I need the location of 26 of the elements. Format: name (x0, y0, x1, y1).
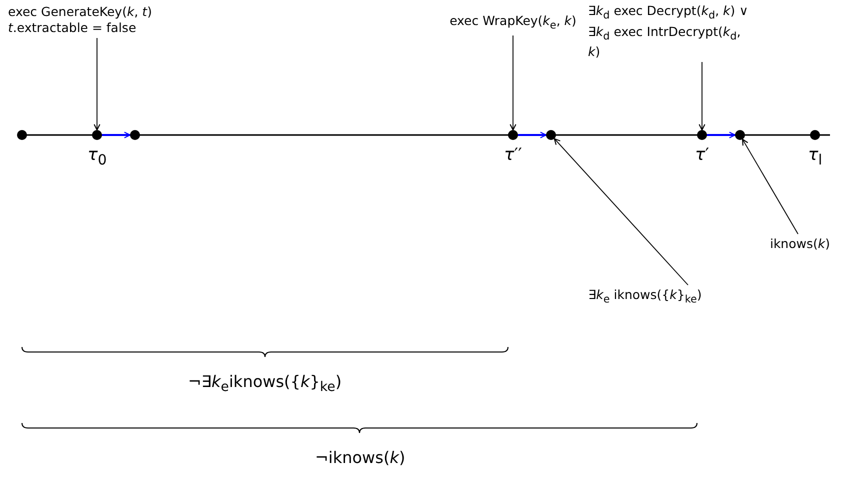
leader-arrow (94, 38, 100, 131)
annotation-text: iknows(k) (760, 236, 840, 252)
time-label: τ$_{0}$ (88, 145, 107, 168)
transition-arrow (707, 132, 736, 138)
timeline-dot (508, 130, 518, 140)
leader-arrow (510, 35, 516, 131)
timeline-dot (92, 130, 102, 140)
timeline-dot (697, 130, 707, 140)
leader-arrow (698, 62, 706, 131)
time-label: τ$_{l}$ (808, 145, 822, 168)
transition-arrow (102, 132, 131, 138)
timeline-dot (130, 130, 140, 140)
time-label: τ′′ (504, 145, 522, 165)
leader-arrow (742, 138, 798, 234)
timeline-dot (810, 130, 820, 140)
brace-label: ¬∃k$_{e}$iknows({k}$_{ke}$) (188, 372, 342, 396)
leader-arrow (554, 138, 688, 286)
annotation-text: ∃k$_{e}$ iknows({k}$_{ke}$) (560, 287, 730, 308)
timeline-dot (546, 130, 556, 140)
annotation-text: exec GenerateKey(k, t) t.extractable = false (8, 4, 183, 36)
timeline-dot (735, 130, 745, 140)
annotation-text: ∃k$_{d}$ exec Decrypt(k$_{d}$, k) ∨ ∃k$_{d}$ exec IntrDecrypt(k$_{d}$, k) (588, 3, 756, 60)
timeline-dot (17, 130, 27, 140)
brace-label: ¬iknows(k) (315, 448, 406, 467)
time-label: τ′ (695, 145, 710, 165)
transition-arrow (518, 132, 547, 138)
